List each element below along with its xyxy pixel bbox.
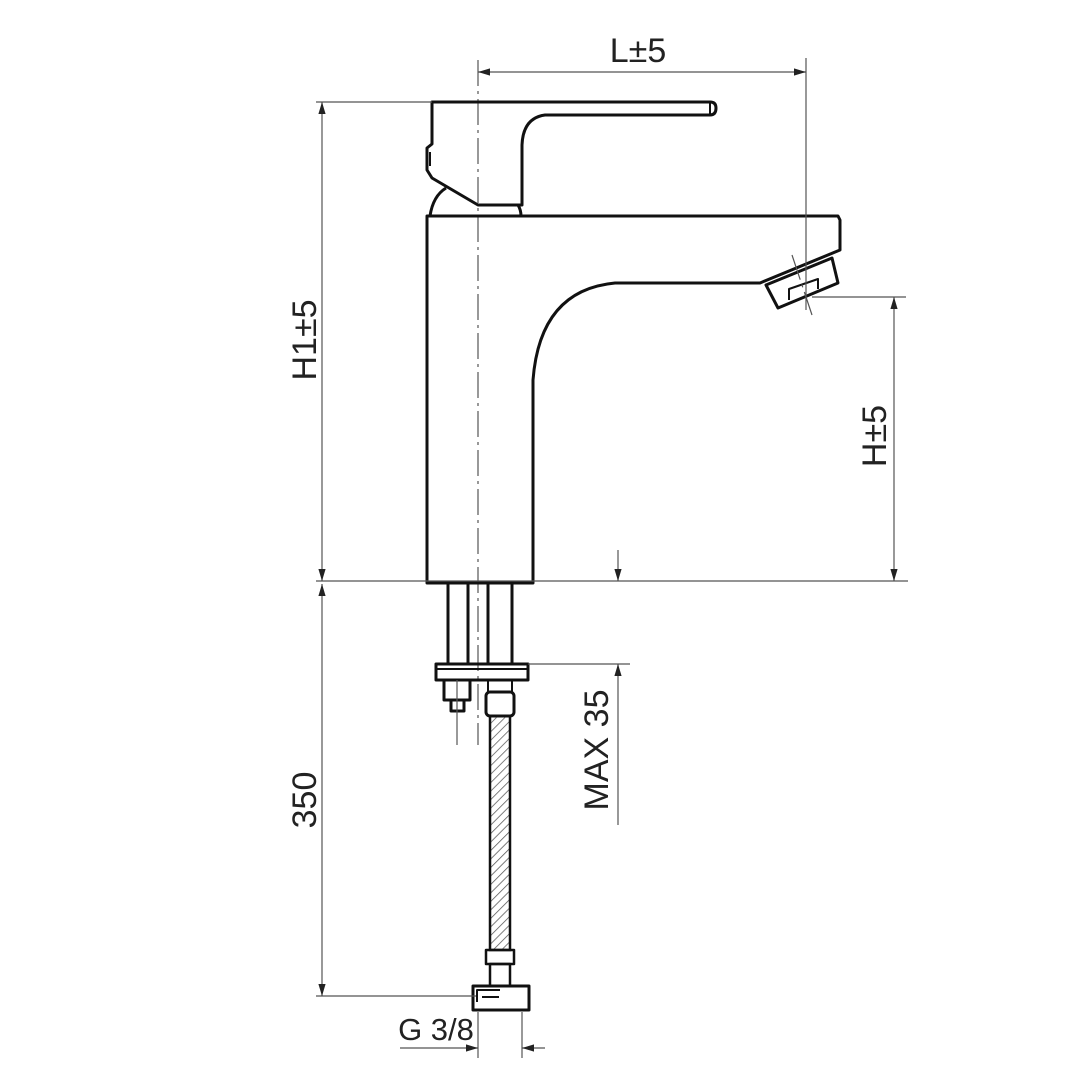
dimension-spout-height: H±5 — [812, 296, 906, 581]
dimension-total-height: H1±5 — [286, 101, 908, 582]
dimension-hose-length: 350 — [286, 584, 476, 997]
dim-label-thread: G 3/8 — [398, 1012, 474, 1047]
dim-label-total-height: H1±5 — [286, 299, 324, 380]
dimension-max-deck: MAX 35 — [528, 550, 630, 825]
dim-label-max-deck: MAX 35 — [578, 690, 616, 811]
flexible-hose — [471, 679, 531, 1012]
lever-handle — [425, 100, 718, 217]
dim-label-length: L±5 — [610, 32, 666, 70]
dimension-length: L±5 — [478, 32, 807, 310]
faucet-body — [425, 214, 842, 585]
mounting-kit — [434, 581, 530, 745]
dimension-thread: G 3/8 — [398, 1012, 545, 1058]
aerator — [764, 256, 840, 310]
dim-label-spout-height: H±5 — [856, 405, 894, 467]
dim-label-hose-length: 350 — [286, 772, 324, 829]
